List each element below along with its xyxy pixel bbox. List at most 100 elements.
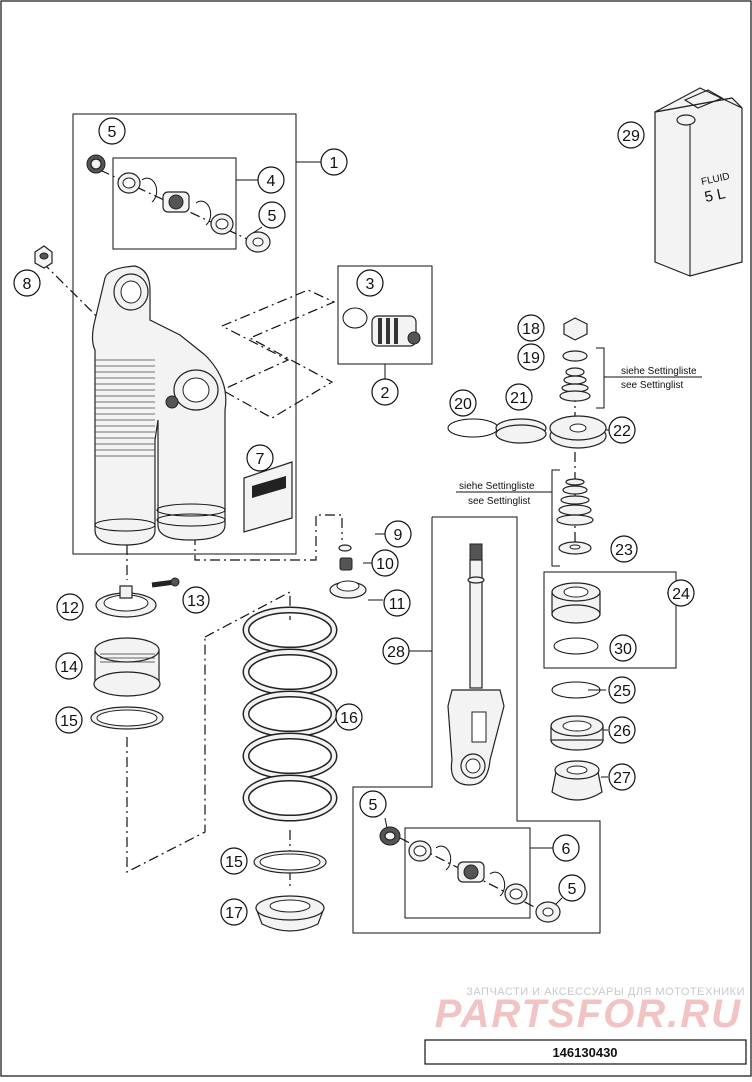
svg-text:5: 5 — [369, 797, 378, 814]
valve-assembly-2 — [342, 307, 421, 347]
spring-16 — [242, 606, 338, 822]
group-box-6 — [404, 827, 531, 919]
svg-text:22: 22 — [613, 423, 631, 440]
spring-seat-17 — [255, 895, 325, 932]
document-number: 146130430 — [552, 1045, 617, 1060]
group-box-4 — [112, 157, 237, 250]
note-setting-en-upper: see Settinglist — [621, 380, 683, 391]
svg-text:4: 4 — [267, 173, 276, 190]
seal-head-24 — [551, 582, 601, 624]
svg-text:11: 11 — [389, 596, 406, 613]
svg-text:2: 2 — [381, 385, 390, 402]
svg-text:18: 18 — [522, 321, 540, 338]
callout-25: 25 — [608, 676, 636, 704]
callout-14: 14 — [55, 652, 83, 680]
callout-4: 4 — [257, 166, 285, 194]
clamp-12-13 — [95, 577, 180, 618]
callout-3: 3 — [356, 269, 384, 297]
axis-spring-bottom — [126, 637, 206, 873]
band-21 — [495, 418, 547, 444]
group-box-28 — [352, 516, 601, 934]
leader-5c — [384, 817, 388, 829]
callout-26: 26 — [608, 716, 636, 744]
callout-29: 29 — [617, 121, 645, 149]
svg-text:3: 3 — [366, 276, 375, 293]
callout-16: 16 — [335, 703, 363, 731]
settings-bracket-lower — [551, 469, 560, 567]
lower-bearing-parts — [379, 826, 561, 923]
callout-8: 8 — [13, 269, 41, 297]
group-box-24 — [543, 571, 677, 669]
upper-bearing-parts — [86, 154, 271, 253]
svg-text:25: 25 — [613, 683, 631, 700]
callout-10: 10 — [371, 549, 399, 577]
callout-30: 30 — [609, 634, 637, 662]
shock-body — [91, 265, 227, 546]
watermark-tagline: ЗАПЧАСТИ И АКСЕССУАРЫ ДЛЯ МОТОТЕХНИКИ — [466, 986, 745, 998]
note-setting-de-lower: siehe Settingliste — [459, 481, 535, 492]
svg-text:15: 15 — [60, 713, 78, 730]
callout-22: 22 — [608, 416, 636, 444]
note-setting-en-lower: see Settinglist — [468, 496, 530, 507]
sticker-7 — [243, 461, 293, 533]
callout-27: 27 — [608, 763, 636, 791]
svg-text:21: 21 — [510, 390, 528, 407]
callout-12: 12 — [56, 593, 84, 621]
axis-valve — [194, 514, 343, 561]
piston-22 — [549, 415, 607, 449]
callout-15b: 15 — [220, 847, 248, 875]
shim-stack-23 — [556, 478, 594, 555]
preload-nut-14 — [93, 637, 161, 697]
ring-20 — [447, 418, 499, 438]
svg-text:29: 29 — [622, 128, 640, 145]
svg-text:27: 27 — [613, 770, 631, 787]
svg-text:26: 26 — [613, 723, 631, 740]
svg-text:19: 19 — [522, 350, 540, 367]
svg-text:8: 8 — [23, 276, 32, 293]
callout-6: 6 — [552, 834, 580, 862]
callout-21: 21 — [505, 383, 533, 411]
svg-text:13: 13 — [187, 593, 205, 610]
svg-text:6: 6 — [562, 841, 571, 858]
svg-text:16: 16 — [340, 710, 358, 727]
bolt-8 — [34, 245, 53, 269]
settings-bracket-upper — [596, 347, 605, 409]
note-setting-de-upper: siehe Settingliste — [621, 366, 697, 377]
svg-text:14: 14 — [60, 659, 78, 676]
callout-5b: 5 — [258, 201, 286, 229]
callout-9: 9 — [384, 520, 412, 548]
piston-rod-28 — [447, 543, 505, 786]
callout-18: 18 — [517, 314, 545, 342]
callout-1: 1 — [320, 148, 348, 176]
callout-28: 28 — [382, 637, 410, 665]
svg-text:30: 30 — [614, 641, 632, 658]
svg-text:7: 7 — [256, 451, 265, 468]
callout-19: 19 — [517, 343, 545, 371]
svg-text:5: 5 — [268, 208, 277, 225]
washer-15b-inner — [259, 853, 321, 871]
axis-reservoir — [220, 289, 336, 419]
group-box-2 — [337, 265, 433, 365]
group-box-1 — [72, 113, 297, 555]
svg-text:15: 15 — [225, 854, 243, 871]
callout-5d: 5 — [558, 874, 586, 902]
callout-13: 13 — [182, 586, 210, 614]
washer-15a-inner — [96, 709, 158, 727]
svg-text:10: 10 — [376, 556, 394, 573]
svg-text:9: 9 — [394, 527, 403, 544]
circlip-25 — [551, 681, 601, 699]
callout-24: 24 — [667, 579, 695, 607]
callout-7: 7 — [246, 444, 274, 472]
document-number-box — [424, 1039, 747, 1065]
o-ring-30 — [553, 637, 599, 655]
callout-5c: 5 — [359, 790, 387, 818]
svg-text:28: 28 — [387, 644, 405, 661]
callout-20: 20 — [449, 389, 477, 417]
callout-17: 17 — [220, 898, 248, 926]
callout-23: 23 — [610, 535, 638, 563]
bump-rubber-27 — [551, 760, 603, 801]
watermark-brand: PARTSFOR.RU — [435, 992, 742, 1036]
